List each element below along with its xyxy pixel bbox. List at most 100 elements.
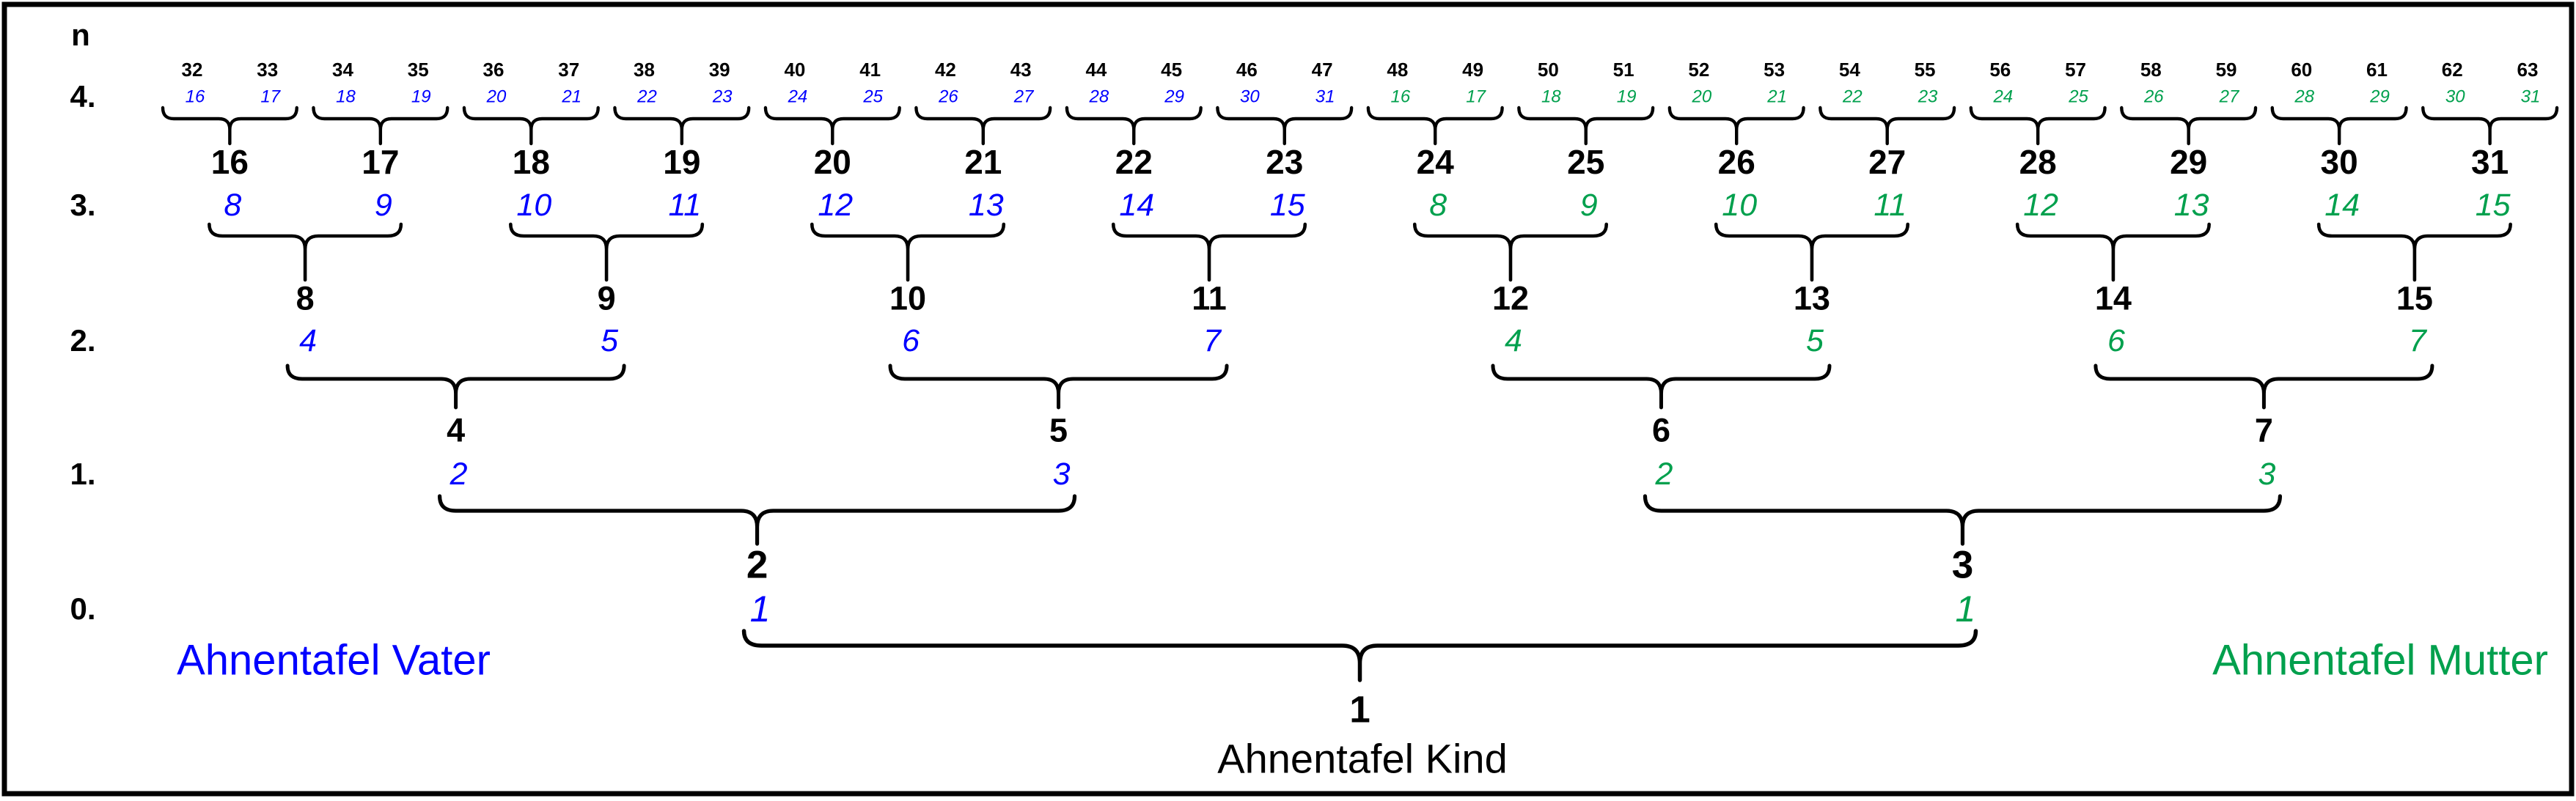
mother-table-number-17: 17 [1466, 87, 1486, 107]
mother-table-number-4: 4 [1505, 323, 1522, 358]
kekule-number-19: 19 [663, 143, 700, 181]
brace-gen0-pair-0 [741, 629, 1978, 682]
brace-gen4-pair-3 [613, 106, 751, 146]
mother-table-number-26: 26 [2143, 87, 2164, 107]
kekule-number-37: 37 [558, 59, 579, 81]
father-table-number-20: 20 [486, 87, 507, 107]
father-table-number-25: 25 [862, 87, 883, 107]
father-table-number-18: 18 [336, 87, 356, 107]
mother-table-number-10: 10 [1722, 188, 1757, 223]
kekule-number-35: 35 [408, 59, 429, 81]
kekule-number-26: 26 [1718, 143, 1755, 181]
brace-gen4-pair-13 [2120, 106, 2258, 146]
kekule-number-39: 39 [709, 59, 730, 81]
kekule-number-21: 21 [964, 143, 1002, 181]
mother-table-number-24: 24 [1992, 87, 2013, 107]
kekule-number-38: 38 [634, 59, 655, 81]
brace-gen3-pair-6 [2015, 222, 2211, 282]
brace-gen3-pair-0 [208, 222, 403, 282]
mother-table-number-19: 19 [1617, 87, 1637, 107]
mother-table-number-14: 14 [2324, 188, 2360, 223]
brace-gen4-pair-14 [2270, 106, 2408, 146]
kekule-number-49: 49 [1462, 59, 1483, 81]
kekule-number-63: 63 [2517, 59, 2539, 81]
kekule-number-56: 56 [1989, 59, 2011, 81]
father-table-number-3: 3 [1053, 457, 1071, 492]
brace-gen4-pair-1 [312, 106, 449, 146]
kekule-number-60: 60 [2291, 59, 2312, 81]
kekule-number-45: 45 [1161, 59, 1182, 81]
generation-label-2: 2. [70, 323, 96, 358]
kekule-number-54: 54 [1839, 59, 1860, 81]
kekule-number-59: 59 [2216, 59, 2237, 81]
kekule-number-50: 50 [1538, 59, 1559, 81]
father-table-number-27: 27 [1013, 87, 1035, 107]
father-table-number-19: 19 [411, 87, 431, 107]
tree-content: 3216331734183519362037213822392340244125… [161, 59, 2559, 731]
mother-table-number-18: 18 [1541, 87, 1561, 107]
kekule-number-61: 61 [2366, 59, 2388, 81]
father-table-number-9: 9 [375, 188, 392, 223]
mother-table-number-22: 22 [1842, 87, 1863, 107]
mother-table-number-11: 11 [1874, 188, 1907, 223]
father-table-number-21: 21 [561, 87, 581, 107]
mother-table-number-23: 23 [1918, 87, 1938, 107]
kekule-number-55: 55 [1915, 59, 1936, 81]
brace-gen4-pair-2 [462, 106, 600, 146]
brace-gen4-pair-0 [161, 106, 298, 146]
brace-gen4-pair-6 [1065, 106, 1203, 146]
brace-gen2-pair-1 [888, 363, 1229, 410]
mother-table-number-28: 28 [2294, 87, 2314, 107]
mother-table-number-3: 3 [2258, 457, 2275, 492]
mother-table-number-6: 6 [2107, 323, 2125, 358]
brace-gen4-pair-15 [2421, 106, 2559, 146]
generation-label-1: 1. [70, 457, 96, 491]
father-table-number-28: 28 [1089, 87, 1109, 107]
mother-table-number-30: 30 [2445, 87, 2465, 107]
mother-table-number-8: 8 [1429, 188, 1447, 223]
mother-table-number-2: 2 [1655, 457, 1673, 492]
father-table-number-29: 29 [1164, 87, 1184, 107]
mother-table-number-1: 1 [1956, 588, 1976, 630]
brace-gen4-pair-11 [1819, 106, 1956, 146]
mother-table-number-13: 13 [2174, 188, 2209, 223]
mother-table-number-31: 31 [2521, 87, 2541, 107]
kekule-number-23: 23 [1266, 143, 1303, 181]
kekule-number-9: 9 [598, 280, 616, 317]
generation-label-3: 3. [70, 188, 96, 222]
kekule-number-53: 53 [1764, 59, 1785, 81]
kekule-number-2: 2 [746, 544, 768, 587]
kekule-number-root: 1 [1349, 689, 1370, 731]
kekule-number-17: 17 [362, 143, 399, 181]
father-table-number-7: 7 [1203, 323, 1222, 358]
kekule-number-62: 62 [2442, 59, 2463, 81]
brace-gen4-pair-4 [763, 106, 901, 146]
father-table-number-31: 31 [1315, 87, 1335, 107]
kekule-number-14: 14 [2095, 280, 2132, 317]
father-table-number-2: 2 [449, 457, 468, 492]
child-table-label: Ahnentafel Kind [1217, 735, 1508, 782]
mother-table-number-16: 16 [1391, 87, 1411, 107]
kekule-number-5: 5 [1049, 412, 1068, 449]
kekule-number-43: 43 [1010, 59, 1032, 81]
brace-gen4-pair-10 [1667, 106, 1805, 146]
father-table-number-1: 1 [750, 588, 771, 630]
mother-table-number-20: 20 [1691, 87, 1711, 107]
kekule-number-13: 13 [1794, 280, 1830, 317]
father-table-number-24: 24 [788, 87, 808, 107]
kekule-number-29: 29 [2170, 143, 2207, 181]
mother-table-number-7: 7 [2409, 323, 2428, 358]
brace-gen4-pair-5 [914, 106, 1052, 146]
brace-gen4-pair-8 [1366, 106, 1504, 146]
kekule-number-36: 36 [483, 59, 504, 81]
father-table-number-12: 12 [818, 188, 853, 223]
kekule-number-51: 51 [1613, 59, 1634, 81]
father-table-number-4: 4 [299, 323, 317, 358]
mother-table-number-15: 15 [2476, 188, 2511, 223]
kekule-number-22: 22 [1115, 143, 1153, 181]
kekule-number-25: 25 [1567, 143, 1604, 181]
brace-gen2-pair-3 [2094, 363, 2434, 410]
brace-gen2-pair-2 [1491, 363, 1832, 410]
